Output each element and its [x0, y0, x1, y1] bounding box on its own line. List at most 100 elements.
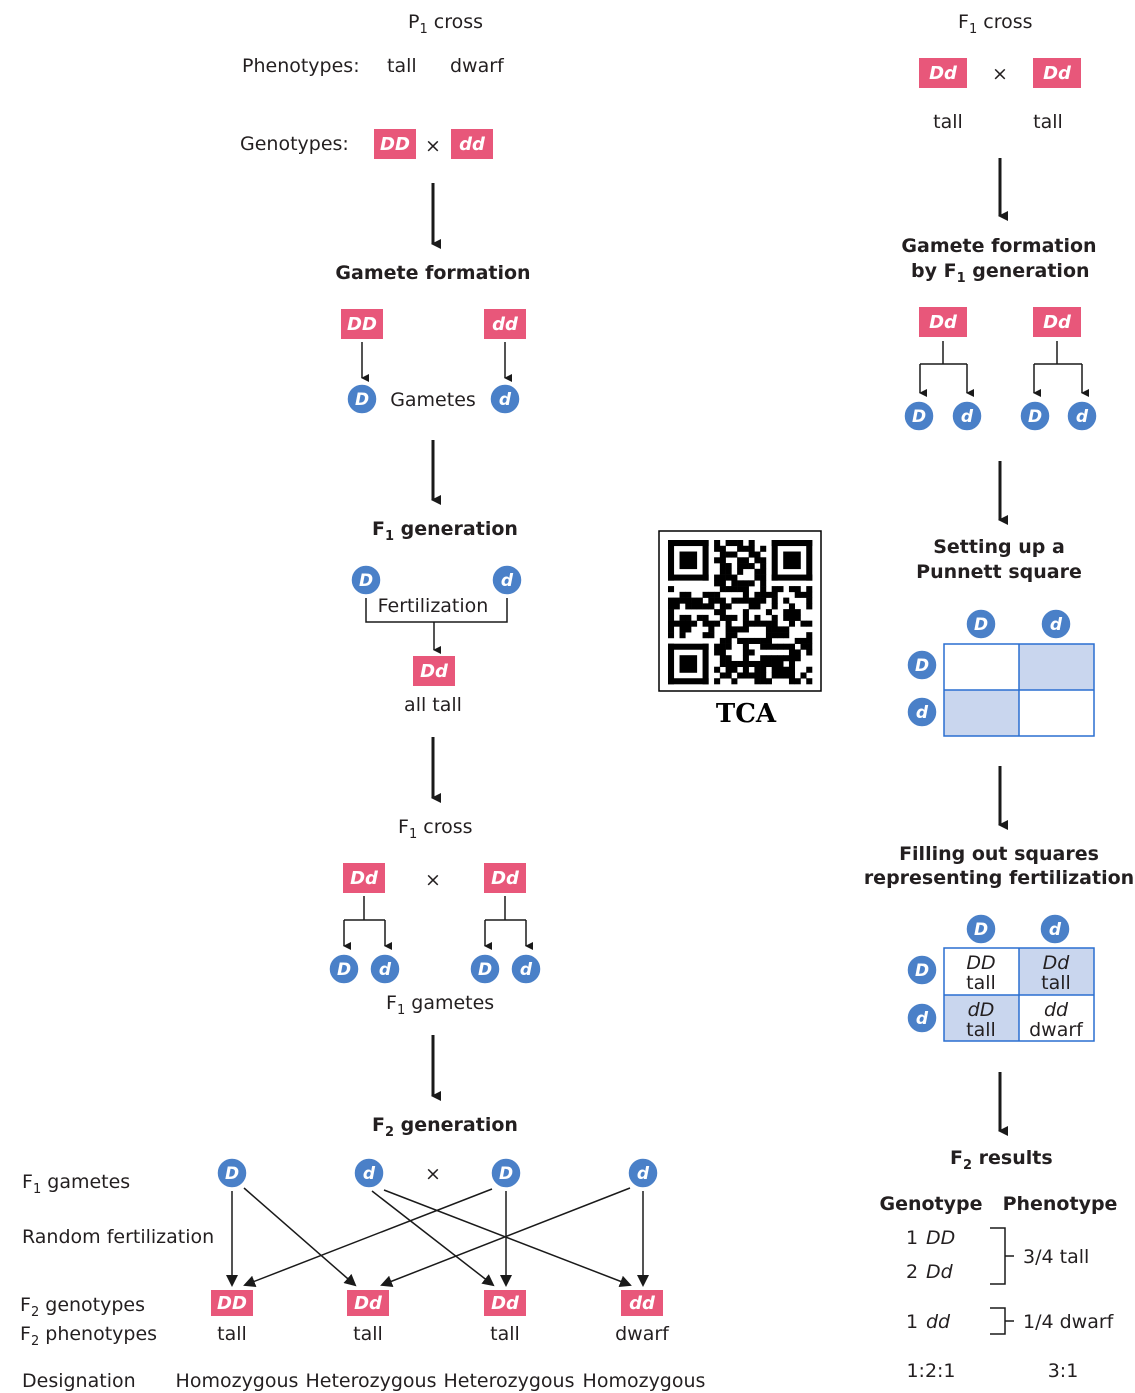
filling-line2: representing fertilization — [864, 867, 1134, 889]
f1-genotype-Dd: Dd — [413, 656, 455, 686]
phenotype-tall: tall — [387, 55, 417, 77]
cell-0-0-geno: DD — [966, 952, 995, 974]
all-tall-label: all tall — [404, 694, 462, 716]
svg-text:D: D — [974, 920, 988, 940]
svg-text:d: d — [501, 571, 514, 591]
right-split-arrows-right — [1033, 341, 1089, 397]
right-gamete-D-1: D — [903, 400, 935, 432]
f2-phenotype-4: dwarf — [615, 1323, 670, 1345]
svg-text:Dd: Dd — [929, 312, 958, 333]
right-gamete-formation-line1: Gamete formation — [901, 235, 1096, 257]
filled-punnett-col-head-d: d — [1039, 913, 1071, 945]
qr-caption: TCA — [716, 699, 777, 729]
cross-symbol: × — [425, 135, 441, 157]
empty-punnett-row-head-D: D — [906, 649, 938, 681]
svg-text:d: d — [363, 1164, 376, 1184]
svg-text:D: D — [915, 656, 929, 676]
right-gamete-parent-right: Dd — [1033, 307, 1081, 337]
svg-text:DD: DD — [347, 314, 377, 335]
filled-punnett-square: D d D d DD tall Dd tall dD tall dd dwarf — [906, 913, 1095, 1042]
svg-text:Dd: Dd — [420, 661, 449, 682]
phenotype-dwarf: dwarf — [450, 55, 505, 77]
f2-gamete-d-1: d — [353, 1157, 385, 1189]
designation-2: Heterozygous — [306, 1370, 437, 1392]
phenotype-ratio: 3:1 — [1048, 1360, 1079, 1382]
phenotype-column-head: Phenotype — [1003, 1193, 1118, 1215]
svg-text:Dd: Dd — [354, 1293, 383, 1314]
result-count-3: 1 — [906, 1311, 918, 1333]
svg-text:d: d — [1049, 920, 1062, 940]
result-geno-1: DD — [926, 1227, 955, 1249]
result-geno-3: dd — [926, 1311, 951, 1333]
f2-genotype-Dd-1: Dd — [347, 1290, 389, 1316]
svg-text:D: D — [359, 571, 373, 591]
right-gamete-d-2: d — [1066, 400, 1098, 432]
gamete-circle-D: D — [346, 383, 378, 415]
cell-0-0-phen: tall — [966, 972, 996, 994]
cell-1-1-phen: dwarf — [1029, 1019, 1084, 1041]
phenotypes-label: Phenotypes: — [242, 55, 360, 77]
genotypes-label: Genotypes: — [240, 133, 349, 155]
result-geno-2: Dd — [926, 1261, 954, 1283]
svg-text:D: D — [225, 1164, 239, 1184]
svg-text:Dd: Dd — [1043, 63, 1072, 84]
right-phen-right: tall — [1033, 111, 1063, 133]
genotype-ratio: 1:2:1 — [906, 1360, 955, 1382]
right-gamete-formation-line2: by F1 generation — [911, 260, 1090, 286]
fertilization-gamete-D: D — [350, 564, 382, 596]
svg-text:D: D — [1028, 407, 1042, 427]
f2-results-title: F2 results — [950, 1147, 1053, 1173]
f1-gametes-label: F1 gametes — [386, 992, 494, 1018]
f2-genotype-DD: DD — [211, 1290, 253, 1316]
cell-1-0-phen: tall — [966, 1019, 996, 1041]
svg-text:d: d — [1050, 615, 1063, 635]
designation-1: Homozygous — [176, 1370, 299, 1392]
svg-text:dd: dd — [629, 1293, 656, 1314]
empty-punnett-col-head-D: D — [965, 608, 997, 640]
cell-0-1-phen: tall — [1041, 972, 1071, 994]
f1-cross-Dd-left: Dd — [343, 863, 385, 893]
designation-3: Heterozygous — [444, 1370, 575, 1392]
svg-text:d: d — [637, 1164, 650, 1184]
empty-punnett-col-head-d: d — [1040, 608, 1072, 640]
one-quarter-dwarf: 1/4 dwarf — [1023, 1311, 1115, 1333]
right-split-arrows-left — [919, 341, 974, 397]
svg-text:d: d — [499, 390, 512, 410]
cell-0-1-geno: Dd — [1043, 952, 1071, 974]
svg-text:Dd: Dd — [350, 868, 379, 889]
f2-cross-symbol: × — [425, 1163, 441, 1185]
svg-text:d: d — [1076, 407, 1089, 427]
f2-phenotype-2: tall — [353, 1323, 383, 1345]
setting-up-line2: Punnett square — [916, 561, 1082, 583]
gamete-parent-DD: DD — [341, 309, 383, 339]
svg-text:D: D — [478, 960, 492, 980]
svg-text:d: d — [520, 960, 533, 980]
svg-text:D: D — [912, 407, 926, 427]
setting-up-line1: Setting up a — [933, 536, 1065, 558]
filled-punnett-col-head-D: D — [965, 913, 997, 945]
gamete-parent-dd: dd — [484, 309, 526, 339]
f1-split-arrows-right — [484, 896, 533, 950]
right-cross-symbol: × — [992, 63, 1008, 85]
gametes-label: Gametes — [390, 389, 476, 411]
svg-text:Dd: Dd — [929, 63, 958, 84]
f1-split-arrows-left — [343, 896, 392, 950]
designation-4: Homozygous — [583, 1370, 706, 1392]
f1-gamete-d-2: d — [510, 953, 542, 985]
genotype-box-DD: DD — [374, 129, 416, 159]
svg-text:dd: dd — [459, 134, 486, 155]
f2-gamete-d-2: d — [627, 1157, 659, 1189]
right-gamete-D-2: D — [1019, 400, 1051, 432]
tall-bracket — [990, 1227, 1014, 1285]
f1-gamete-D-2: D — [469, 953, 501, 985]
right-phen-left: tall — [933, 111, 963, 133]
f1-cross-Dd-right: Dd — [484, 863, 526, 893]
gamete-circle-d: d — [489, 383, 521, 415]
f2-genotype-Dd-2: Dd — [484, 1290, 526, 1316]
genotype-column-head: Genotype — [879, 1193, 982, 1215]
svg-text:d: d — [379, 960, 392, 980]
filled-punnett-row-head-D: D — [906, 954, 938, 986]
gamete-formation-title: Gamete formation — [335, 262, 530, 284]
svg-text:D: D — [499, 1164, 513, 1184]
